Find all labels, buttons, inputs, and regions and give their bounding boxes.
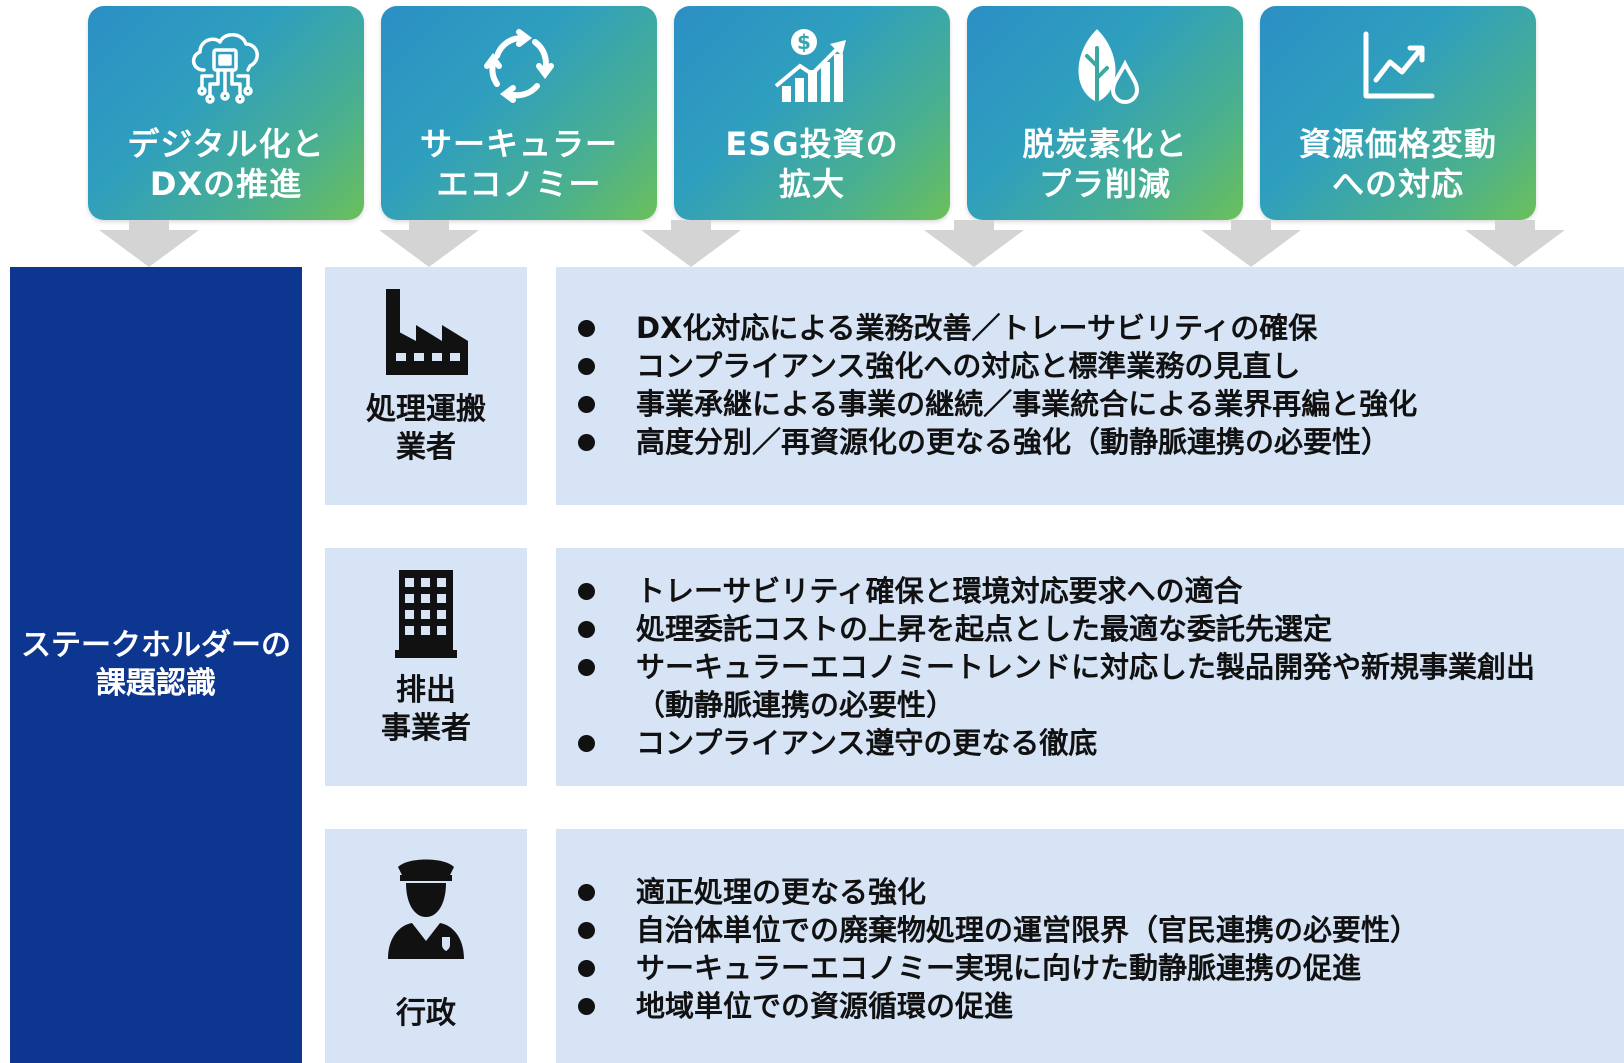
issue-item: 事業承継による事業の継続／事業統合による業界再編と強化 — [578, 385, 1584, 423]
dollar-growth-chart-icon: $ — [674, 26, 950, 106]
trend-card-circular: サーキュラー エコノミー — [381, 6, 657, 220]
actor-label: 排出 事業者 — [381, 673, 471, 746]
issues-panel-waste-generator: トレーサビリティ確保と環境対応要求への適合 処理委託コストの上昇を起点とした最適… — [556, 548, 1624, 786]
actor-label: 行政 — [396, 996, 456, 1031]
stakeholder-label: ステークホルダーの 課題認識 — [21, 628, 291, 701]
factory-icon — [325, 285, 527, 375]
actor-processing-transport: 処理運搬 業者 — [325, 267, 527, 505]
issue-item: 適正処理の更なる強化 — [578, 873, 1584, 911]
issue-item: 地域単位での資源循環の促進 — [578, 987, 1584, 1025]
issue-item: サーキュラーエコノミートレンドに対応した製品開発や新規事業創出 （動静脈連携の必… — [578, 648, 1584, 724]
line-chart-icon — [1260, 26, 1536, 106]
issue-item: 高度分別／再資源化の更なる強化（動静脈連携の必要性） — [578, 423, 1584, 461]
trend-label: サーキュラー エコノミー — [419, 125, 618, 203]
down-arrow-icon — [1465, 220, 1565, 267]
issues-panel-processing-transport: DX化対応による業務改善／トレーサビリティの確保 コンプライアンス強化への対応と… — [556, 267, 1624, 505]
police-officer-icon — [325, 855, 527, 959]
issue-item: 自治体単位での廃棄物処理の運営限界（官民連携の必要性） — [578, 911, 1584, 949]
trend-card-digital: デジタル化と DXの推進 — [88, 6, 364, 220]
down-arrow-icon — [1201, 220, 1301, 267]
issue-item: トレーサビリティ確保と環境対応要求への適合 — [578, 572, 1584, 610]
down-arrow-icon — [924, 220, 1024, 267]
trend-card-resource-price: 資源価格変動 への対応 — [1260, 6, 1536, 220]
trend-label: 資源価格変動 への対応 — [1298, 125, 1497, 203]
issue-item: コンプライアンス遵守の更なる徹底 — [578, 724, 1584, 762]
down-arrow-icon — [641, 220, 741, 267]
svg-text:$: $ — [797, 30, 811, 54]
stakeholder-block: ステークホルダーの 課題認識 — [10, 267, 302, 1063]
office-building-icon — [325, 564, 527, 660]
issue-item: DX化対応による業務改善／トレーサビリティの確保 — [578, 309, 1584, 347]
issue-item: サーキュラーエコノミー実現に向けた動静脈連携の促進 — [578, 949, 1584, 987]
issue-item: コンプライアンス強化への対応と標準業務の見直し — [578, 347, 1584, 385]
issues-panel-government: 適正処理の更なる強化 自治体単位での廃棄物処理の運営限界（官民連携の必要性） サ… — [556, 829, 1624, 1063]
down-arrow-icon — [99, 220, 199, 267]
actor-waste-generator: 排出 事業者 — [325, 548, 527, 786]
recycle-arrows-icon — [381, 26, 657, 106]
trend-label: 脱炭素化と プラ削減 — [1022, 125, 1188, 203]
trend-card-decarbon: 脱炭素化と プラ削減 — [967, 6, 1243, 220]
trend-label: ESG投資の 拡大 — [725, 125, 899, 203]
down-arrow-icon — [379, 220, 479, 267]
cloud-chip-icon — [88, 26, 364, 106]
trend-card-esg: $ ESG投資の 拡大 — [674, 6, 950, 220]
issue-item: 処理委託コストの上昇を起点とした最適な委託先選定 — [578, 610, 1584, 648]
leaf-water-drop-icon — [967, 26, 1243, 106]
actor-government: 行政 — [325, 829, 527, 1063]
actor-label: 処理運搬 業者 — [366, 392, 486, 465]
trend-label: デジタル化と DXの推進 — [127, 125, 325, 203]
